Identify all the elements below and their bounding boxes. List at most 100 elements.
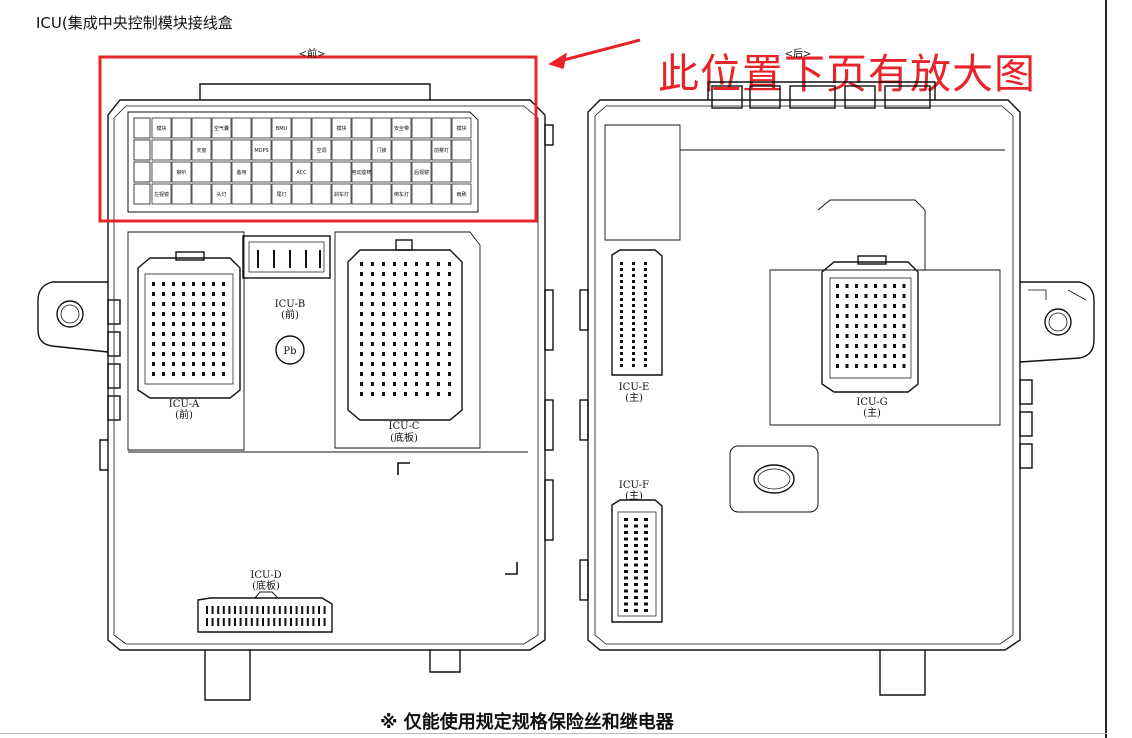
connector-pin [382, 272, 385, 276]
connector-pin [172, 362, 175, 366]
connector-pin [632, 304, 635, 307]
fuse-slot [371, 139, 392, 161]
connector-pin [644, 589, 648, 593]
connector-pin [222, 352, 225, 356]
connector-pin [426, 262, 429, 266]
connector-pin [162, 292, 165, 296]
connector-pin [893, 344, 896, 348]
connector-pin [845, 354, 849, 358]
connector-pin [632, 358, 635, 361]
connector-pin [883, 304, 887, 308]
connector-pin [874, 314, 877, 318]
connector-pin [644, 524, 648, 528]
connector-icu-b-label: ICU-B [275, 299, 306, 310]
connector-icu-a-shape [137, 251, 241, 399]
connector-pin [202, 352, 205, 356]
fuse-slot [431, 117, 452, 139]
connector-pin [192, 372, 195, 376]
connector-pin [437, 332, 440, 336]
connector-pin [644, 550, 648, 554]
fuse-slot [451, 139, 472, 161]
connector-pin [211, 606, 214, 614]
connector-pin [634, 596, 638, 599]
connector-pin [360, 332, 363, 336]
connector-pin [222, 312, 225, 316]
connector-pin [883, 294, 887, 298]
connector-pin [620, 292, 623, 295]
connector-pin [864, 324, 868, 328]
fuse-slot [251, 117, 272, 139]
fuse-slot [211, 117, 232, 139]
connector-pin [360, 362, 363, 366]
connector-pin [874, 324, 877, 328]
connector-pin [883, 364, 887, 368]
connector-pin [202, 312, 205, 316]
connector-icu-b-sub: (前) [281, 308, 299, 321]
connector-pin [404, 272, 407, 276]
connector-pin [632, 286, 635, 289]
connector-pin [624, 544, 628, 547]
fuse-slot [311, 161, 332, 183]
connector-pin [382, 332, 385, 336]
connector-pin [448, 362, 451, 366]
connector-pin [437, 372, 440, 376]
connector-icu-e-shape [611, 249, 663, 376]
connector-pin [836, 324, 839, 328]
connector-pin [278, 618, 281, 626]
connector-pin [172, 312, 175, 316]
connector-pin [632, 346, 635, 349]
connector-pin [644, 340, 647, 343]
relay-slot [133, 183, 151, 205]
connector-pin [845, 324, 849, 328]
connector-pin [415, 332, 418, 336]
connector-pin [634, 524, 638, 528]
connector-pin [836, 344, 839, 348]
connector-pin [624, 524, 628, 528]
connector-pin [644, 322, 647, 325]
connector-icu-b-shape [242, 235, 331, 279]
connector-pin [172, 332, 175, 336]
connector-pin [624, 518, 628, 521]
page-frame [1105, 0, 1107, 738]
connector-pin [192, 302, 195, 306]
connector-pin [415, 312, 418, 316]
connector-pin [874, 294, 877, 298]
connector-pin [426, 372, 429, 376]
connector-pin [426, 312, 429, 316]
connector-pin [855, 294, 858, 298]
connector-pin [222, 372, 225, 376]
connector-pin [273, 606, 276, 614]
connector-pin [864, 354, 868, 358]
fuse-slot-label: 喇叭 [176, 169, 186, 176]
connector-pin [620, 346, 623, 349]
connector-pin [172, 292, 175, 296]
connector-pin [172, 322, 175, 326]
connector-pin [212, 372, 215, 376]
connector-pin [845, 294, 849, 298]
connector-pin [644, 298, 647, 301]
connector-pin [360, 382, 363, 386]
connector-pin [222, 302, 225, 306]
connector-pin [182, 362, 185, 366]
connector-pin [312, 618, 315, 626]
connector-pin [239, 618, 242, 626]
connector-pin [360, 302, 363, 306]
connector-pin [192, 282, 195, 286]
connector-pin [404, 282, 407, 286]
fuse-slot [451, 161, 472, 183]
connector-pin [632, 298, 635, 301]
connector-pin [393, 282, 396, 286]
connector-pin [893, 314, 896, 318]
connector-pin [415, 362, 418, 366]
connector-pin [382, 382, 385, 386]
connector-icu-a-sub: (前) [175, 408, 193, 421]
connector-pin [404, 302, 407, 306]
fuse-slot [171, 139, 192, 161]
relay-slot [133, 139, 151, 161]
fuse-slot [391, 161, 412, 183]
connector-pin [318, 606, 320, 614]
connector-pin [620, 322, 623, 325]
connector-icu-d-sub: (底板) [252, 579, 280, 592]
connector-pin [382, 392, 385, 396]
connector-pin [644, 544, 648, 547]
